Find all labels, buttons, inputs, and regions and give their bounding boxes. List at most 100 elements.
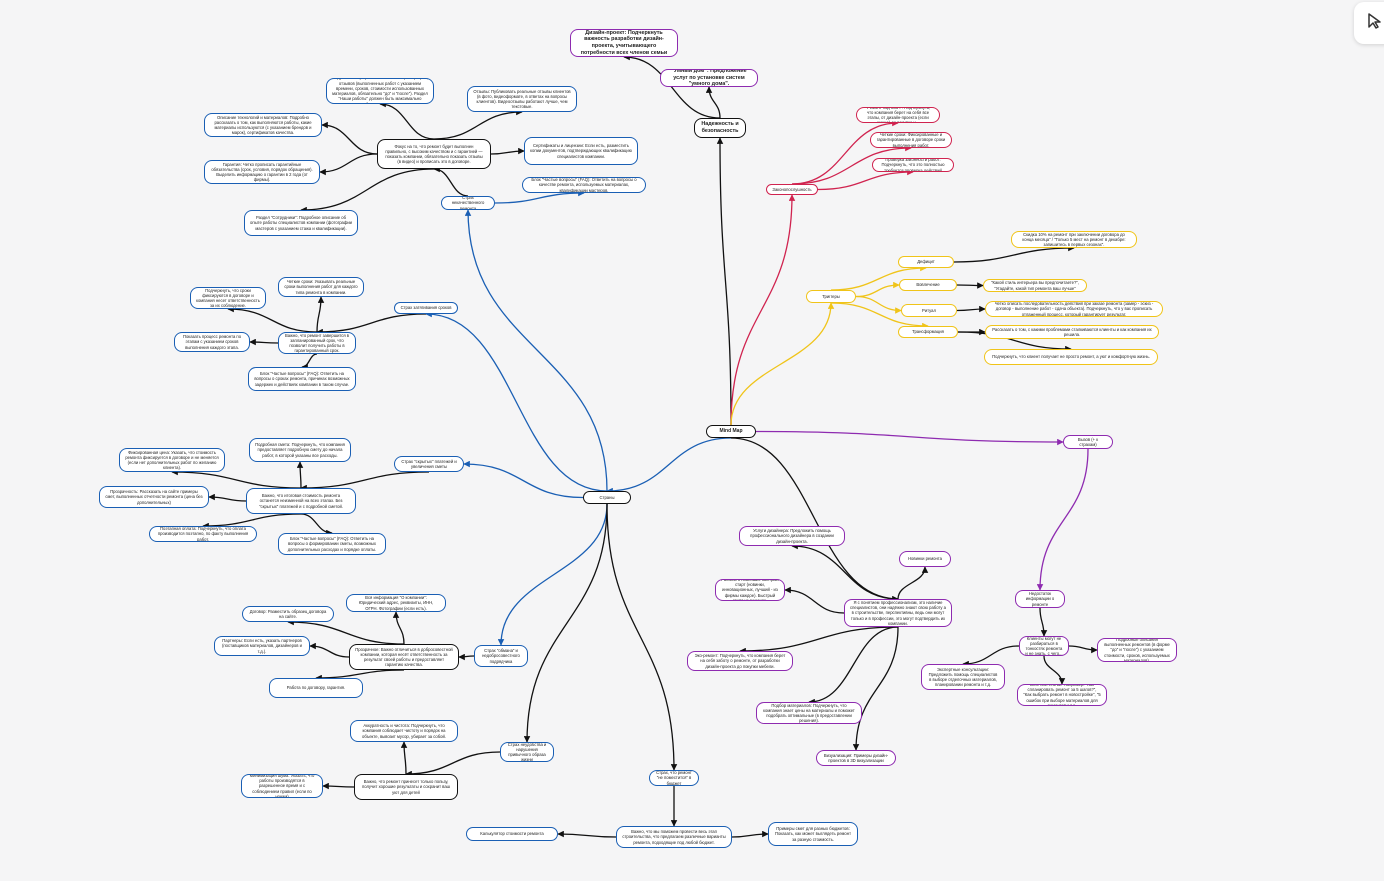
edge-deficit-deficit1	[953, 244, 1075, 263]
mind-map-node-nedost[interactable]: Недостаток информации о ремонте	[1015, 590, 1065, 608]
mind-map-node-b3d[interactable]: Прозрачность: Рассказать на сайте пример…	[99, 486, 209, 508]
mind-map-node-transf[interactable]: Трансформация	[898, 326, 958, 338]
mind-map-node-deficit[interactable]: Дефицит	[898, 256, 954, 268]
edge-b2c-b2d	[249, 338, 279, 346]
edge-root-triggery	[730, 302, 835, 426]
mind-map-node-p2[interactable]: Новинки ремонта	[899, 551, 951, 567]
mind-map-node-k1[interactable]: Подробные описания выполненных ремонтов …	[1097, 638, 1177, 662]
edge-b1c-b1f	[319, 153, 378, 176]
mind-map-node-b2b[interactable]: Подчеркнуть, что сроки фиксируются в дог…	[190, 287, 266, 309]
mind-map-node-b4[interactable]: Страх "обмана" и недобросовестного подря…	[474, 645, 528, 667]
edge-p0-p6	[852, 626, 899, 751]
mind-map-node-b3a[interactable]: Подробная смета: Подчеркнуть, что компан…	[249, 438, 351, 462]
mind-map-node-ritual1[interactable]: Четко описать последовательность действи…	[985, 301, 1163, 317]
mind-map-node-b6[interactable]: Страх, что ремонт "не поместится" в бюдж…	[649, 770, 699, 786]
edge-triggery-vovlech	[855, 281, 900, 298]
mind-map-node-p1[interactable]: Услуги дизайнера: Предложить помощь проф…	[739, 526, 845, 546]
edge-b4c-b4e	[315, 669, 405, 682]
mind-map-node-p3[interactable]: Рассказ о новейших быстрый старт (новинк…	[715, 579, 785, 601]
mind-map-node-b6c[interactable]: Важно, что мы поможем провести весь этап…	[616, 826, 732, 848]
mind-map-node-p4[interactable]: Эко-ремонт: Подчеркнуть, что компания бе…	[687, 651, 793, 671]
mind-map-node-b4e[interactable]: Работа по договору, гарантия.	[269, 678, 363, 698]
mind-map-node-b3c[interactable]: Важно, что итоговая стоимость ремонта ос…	[246, 488, 356, 514]
mind-map-node-b3b[interactable]: Фиксированная цена: Указать, что стоимос…	[119, 448, 225, 472]
mind-map-node-transf2[interactable]: Подчеркнуть, что клиент получает не прос…	[984, 349, 1158, 365]
mind-map-node-zakon[interactable]: Законопослушность	[766, 184, 818, 195]
mind-map-node-b3f[interactable]: Блок "Частые вопросы" (FAQ): Ответить на…	[278, 533, 386, 555]
mind-map-node-b1a[interactable]: Подробное портфолио: Количество фотограф…	[326, 78, 434, 104]
mind-map-node-strany[interactable]: Страны	[583, 491, 631, 504]
mind-map-node-r1[interactable]: "Ремонт под ключ": Подчеркнуть, что комп…	[856, 107, 940, 123]
mind-map-node-b4a[interactable]: Вся информация "О компании": Юридический…	[346, 594, 446, 612]
edge-root-vyzov	[755, 430, 1064, 446]
mind-map-node-b1h[interactable]: Описание технологий и материалов: Подроб…	[204, 113, 322, 137]
pointer-tool-button[interactable]	[1354, 2, 1384, 44]
edge-kak-k3	[1043, 655, 1066, 685]
edge-strany-b1	[464, 209, 608, 492]
mind-map-node-vovlech1[interactable]: "Какой стиль интерьера вы предпочитаете?…	[983, 279, 1087, 292]
mind-map-node-b1f[interactable]: Гарантия: Четко прописать гарантийные об…	[204, 160, 320, 184]
mind-map-node-b1c[interactable]: Фокус на то, что ремонт будет выполнен п…	[377, 139, 491, 169]
mind-map-node-p6[interactable]: Визуализация: Примеры дизайн-проектов в …	[816, 750, 896, 766]
edge-b3c-b3a	[296, 461, 304, 489]
mind-map-node-b1d[interactable]: Сертификаты и лицензии: Если есть, разме…	[524, 137, 638, 165]
edge-b4-b4c	[458, 653, 475, 661]
mind-map-node-b5c[interactable]: Важно, что ремонт принесет только пользу…	[354, 774, 458, 800]
mind-map-node-b4c[interactable]: Прозрачное: Важно отличиться в добросове…	[349, 644, 459, 670]
mind-map-node-r2[interactable]: Четкие сроки: Фиксированные и гарантиров…	[870, 132, 952, 148]
edge-nadezh-dizain	[623, 53, 721, 119]
mind-map-node-b2[interactable]: Страх затягивания сроков	[394, 302, 458, 314]
mind-map-node-k2[interactable]: Экспертные консультации: Предложить помо…	[921, 664, 1005, 690]
mind-map-node-p0[interactable]: Я с понятием профессионализм, это наличи…	[844, 599, 952, 627]
edge-b2c-b2b	[227, 305, 318, 333]
mind-map-node-b4b[interactable]: Договор: Разместить образец договора на …	[242, 606, 334, 622]
mind-map-node-b2a[interactable]: Четкие сроки: Указывать реальные сроки в…	[278, 277, 364, 297]
edge-root-nadezh	[716, 137, 732, 426]
mind-map-node-b2e[interactable]: Блок "Частые вопросы" (FAQ): Ответить на…	[248, 367, 356, 391]
mind-map-node-triggery[interactable]: Триггеры	[806, 290, 856, 303]
mind-map-node-b6a[interactable]: Калькулятор стоимости ремонта	[466, 827, 558, 841]
edge-nedost-kak	[1039, 607, 1048, 637]
mind-map-node-transf1[interactable]: Рассказать о том, с какими проблемами ст…	[985, 325, 1159, 339]
edge-triggery-deficit	[830, 264, 927, 291]
mind-map-node-dizain[interactable]: Дизайн-проект: Подчеркнуть важность разр…	[570, 29, 678, 57]
edge-b1c-b1b	[433, 108, 523, 140]
mind-map-node-k3[interactable]: Блог или статьи: Например: "Как спланиро…	[1017, 684, 1107, 706]
mind-map-node-nadezh[interactable]: Надежность и безопасность	[694, 118, 746, 138]
edge-strany-b4	[497, 503, 608, 646]
edge-transf-transf2	[957, 331, 1072, 353]
mind-map-node-b6b[interactable]: Примеры смет для разных бюджетов: Показа…	[768, 822, 858, 846]
edge-b3-b3c	[300, 471, 430, 492]
edge-zakon-r3	[817, 168, 914, 191]
mind-map-node-b1e[interactable]: Блок "Частые вопросы" (FAQ): Ответить на…	[522, 177, 646, 193]
mind-map-node-b3e[interactable]: Поэтапная оплата: Подчеркнуть, что оплат…	[149, 526, 257, 542]
edge-b3c-b3f	[300, 513, 333, 537]
edge-p0-p3	[784, 586, 845, 614]
mind-map-node-b5[interactable]: Страх неудобства и нарушения привычного …	[500, 742, 554, 762]
mind-map-node-r3[interactable]: Проверка законности работ: Подчеркнуть, …	[872, 158, 954, 172]
mind-map-node-p5[interactable]: Подбор материалов: Подчеркнуть, что комп…	[756, 702, 862, 724]
mind-map-node-b1[interactable]: Страх некачественного ремонта	[441, 196, 495, 210]
mind-map-node-b4d[interactable]: Партнеры: Если есть, указать партнеров (…	[214, 636, 310, 656]
mind-map-node-kak[interactable]: Клиенты могут не разбираться в тонкостях…	[1019, 636, 1069, 656]
edge-b6c-b6b	[731, 830, 769, 838]
edge-b1c-b1h	[321, 121, 378, 155]
edge-b2-b2c	[316, 313, 427, 336]
mind-map-node-b3[interactable]: Страх "скрытых" платежей и увеличения см…	[394, 456, 464, 472]
mind-map-node-b2d[interactable]: Показать процесс ремонта по этапам с ука…	[174, 332, 250, 352]
mind-map-node-deficit1[interactable]: Скидка 10% на ремонт при заключении дого…	[1011, 231, 1137, 248]
edge-b2c-b2e	[301, 353, 318, 371]
mind-map-node-ritual[interactable]: Ритуал	[901, 304, 957, 317]
edge-b4c-b4d	[309, 642, 350, 658]
mind-map-node-b5b[interactable]: Минимизация шума: Указать, что работы пр…	[241, 774, 323, 798]
edge-p0-p4	[739, 626, 899, 655]
mind-map-node-b1b[interactable]: Отзывы: Публиковать реальные отзывы клие…	[467, 86, 577, 112]
mind-map-node-vovlech[interactable]: Вовлечение	[899, 279, 957, 291]
mind-map-node-b1g[interactable]: Раздел "Сотрудники": Подробное описание …	[244, 210, 358, 236]
mind-map-node-b2c[interactable]: Важно, что ремонт завершится в запланиро…	[278, 332, 356, 354]
mind-map-node-umnydom[interactable]: "Умный дом": Предложение услуг по устано…	[660, 69, 758, 87]
mind-map-node-vyzov[interactable]: Вызов (+ к страхам)	[1063, 435, 1113, 449]
mind-map-node-b5a[interactable]: Аккуратность и чистота: Подчеркнуть, что…	[350, 720, 458, 742]
mind-map-node-root[interactable]: Mind Map	[706, 425, 756, 438]
